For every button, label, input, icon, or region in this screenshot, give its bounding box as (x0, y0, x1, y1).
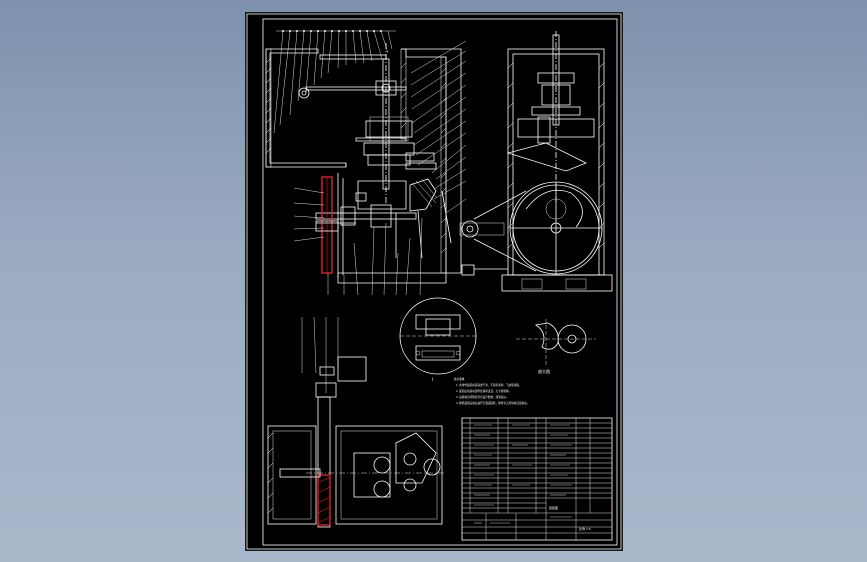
small-pulley (461, 220, 479, 238)
bottom-motor-block (337, 356, 367, 382)
horizontal-drive-shaft (315, 212, 417, 220)
detail-label: I (432, 377, 433, 382)
hatch-upper-left (265, 57, 272, 154)
main-housing (337, 48, 462, 284)
bottom-view (267, 316, 446, 528)
side-gear-block (517, 118, 595, 138)
drawing-canvas: I 放大图 技术要求 1. 各零件装配前需清洗干净，不得有毛刺、飞边等缺陷。 2… (246, 13, 622, 550)
lower-inner-wall (337, 173, 344, 278)
inner-frame (262, 18, 618, 546)
outer-frame (246, 13, 622, 550)
bottom-housing-left (267, 425, 317, 525)
side-vertical-shaft (552, 34, 560, 126)
leader-lines-right (410, 40, 467, 214)
hatch-side-housing (507, 62, 605, 249)
hatch-main-housing (400, 62, 447, 254)
left-pivot (298, 87, 310, 99)
title-block-scale: 比例 1:5 (579, 526, 591, 531)
side-view (459, 31, 613, 292)
leader-lines-bottom (327, 217, 423, 296)
note-1: 1. 各零件装配前需清洗干净，不得有毛刺、飞边等缺陷。 (456, 383, 522, 387)
bottom-housing-right (335, 425, 443, 525)
vertical-shaft (382, 58, 390, 190)
side-lever (506, 142, 587, 172)
notes-title: 技术要求 (454, 377, 465, 381)
bevel-gear-housing (357, 180, 407, 210)
drive-belt-lower (473, 238, 537, 272)
gear-detail-view: 放大图 (516, 319, 596, 374)
drawing-sheet: I 放大图 技术要求 1. 各零件装配前需清洗干净，不得有毛刺、飞边等缺陷。 2… (246, 13, 622, 550)
bottom-cam-plate (395, 432, 437, 484)
parts-list-table (461, 417, 613, 541)
leader-lines-left (293, 187, 325, 242)
leader-lines-top (273, 30, 396, 134)
technical-notes: 技术要求 1. 各零件装配前需清洗干净，不得有毛刺、飞边等缺陷。 2. 装配后各… (454, 377, 529, 405)
red-blade-hatch (317, 476, 331, 524)
side-base (501, 274, 613, 292)
parts-list-rows (462, 422, 612, 534)
note-3: 3. 齿轮啮合间隙应符合设计要求，润滑良好。 (456, 395, 509, 399)
note-4: 4. 整机装配完成后进行空载试运转，检查有无异常噪音及振动。 (456, 401, 529, 405)
hatch-bottom-housing (267, 432, 274, 514)
parts-list-columns (469, 418, 591, 540)
title-block-title: 装配图 (549, 505, 558, 510)
bottom-gearbox (353, 452, 391, 498)
gear-detail-label: 放大图 (538, 368, 550, 374)
gear-detail-cam (534, 322, 559, 350)
note-2: 2. 装配后各运动部件应运转灵活，无卡滞现象。 (456, 389, 511, 393)
leader-lines-bottom-view (301, 316, 339, 393)
title-block: 装配图 比例 1:5 (461, 417, 613, 541)
balloon-numbers-top (282, 30, 382, 32)
upper-gear (365, 120, 413, 138)
detail-i-view: I (399, 297, 477, 382)
main-section-view (265, 30, 467, 296)
drive-belt-upper (473, 190, 527, 220)
bevel-gear (409, 178, 437, 212)
red-blade-bottom (317, 474, 331, 526)
parts-list-entries (474, 424, 572, 524)
upper-housing-wall (265, 48, 347, 168)
